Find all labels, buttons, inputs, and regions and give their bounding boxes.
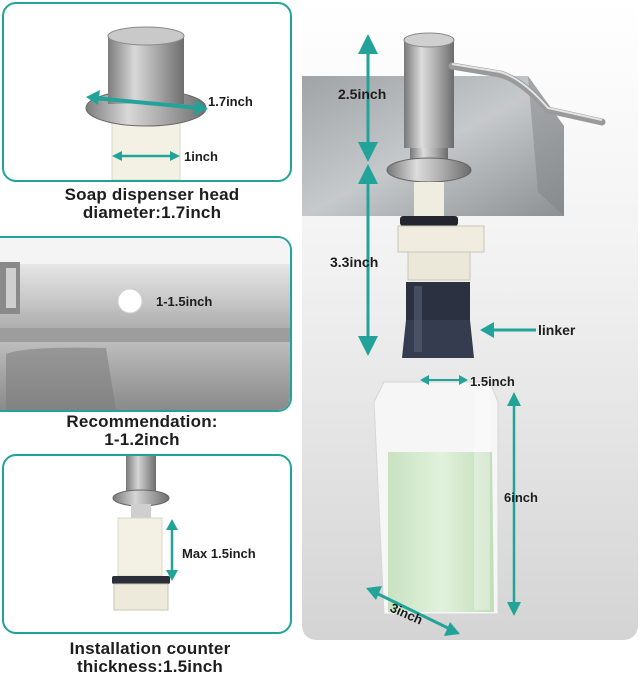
- sink-caption-line1: Recommendation:: [66, 412, 218, 431]
- sink-hole-label: 1-1.5inch: [156, 294, 213, 309]
- sink-hole-panel: 1-1.5inch: [0, 236, 292, 412]
- counter-illustration: [112, 456, 178, 611]
- counter-caption-line1: Installation counter: [69, 639, 231, 658]
- main-product-illustration: [302, 32, 606, 636]
- sink-caption-line2: 1-1.2inch: [104, 430, 180, 449]
- bottle-width-label: 1.5inch: [470, 374, 515, 389]
- counter-thickness-panel: Max 1.5inch: [2, 454, 292, 634]
- mid-height-label: 3.3inch: [330, 254, 379, 270]
- head-caption-line1: Soap dispenser head: [64, 185, 240, 204]
- head-caption-line2: diameter:1.7inch: [82, 203, 222, 222]
- thickness-label: Max 1.5inch: [182, 546, 256, 561]
- head-caption: Soap dispenser head diameter:1.7inch: [2, 186, 302, 222]
- sink-hole: [117, 288, 143, 314]
- counter-caption: Installation counter thickness:1.5inch: [0, 640, 300, 676]
- outer-diameter-arrow: [93, 96, 201, 110]
- linker-label: linker: [538, 322, 576, 338]
- head-diameter-panel: 1.7inch 1inch: [2, 2, 292, 182]
- bottle-depth-arrow: [373, 590, 453, 632]
- outer-diameter-label: 1.7inch: [208, 94, 253, 109]
- sink-illustration: [0, 238, 290, 410]
- main-product-panel: 2.5inch 3.3inch linker 1.5inch 6inch 3in…: [302, 2, 638, 640]
- counter-caption-line2: thickness:1.5inch: [76, 657, 224, 676]
- sink-caption: Recommendation: 1-1.2inch: [0, 413, 284, 449]
- inner-diameter-label: 1inch: [184, 149, 218, 164]
- bottle-height-label: 6inch: [504, 490, 538, 505]
- dispenser-head-illustration: [85, 26, 208, 180]
- top-height-label: 2.5inch: [338, 86, 387, 102]
